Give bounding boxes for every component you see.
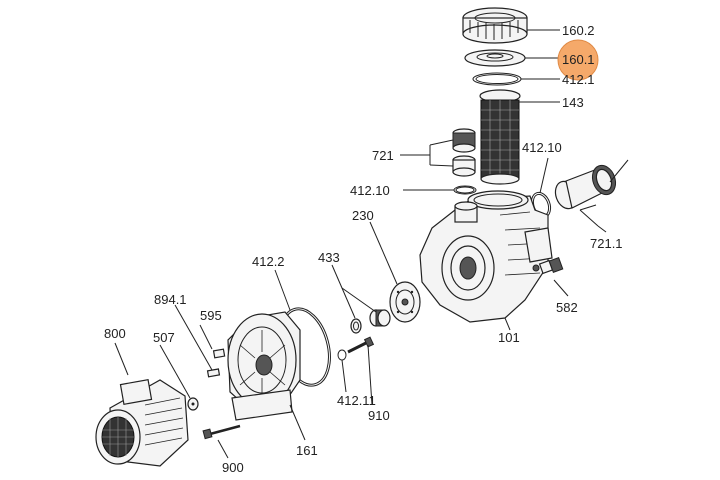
label-910: 910 — [368, 408, 390, 423]
o-ring-412-1 — [472, 72, 522, 86]
label-595: 595 — [200, 308, 222, 323]
label-161: 161 — [296, 443, 318, 458]
o-ring-412-11 — [337, 349, 347, 361]
label-721-1: 721.1 — [590, 236, 623, 251]
label-412-10-left: 412.10 — [350, 183, 390, 198]
fittings-721 — [452, 128, 476, 177]
impeller-230 — [389, 281, 421, 323]
label-101: 101 — [498, 330, 520, 345]
label-582: 582 — [556, 300, 578, 315]
pump-housing-101 — [419, 190, 553, 323]
label-800: 800 — [104, 326, 126, 341]
label-721: 721 — [372, 148, 394, 163]
label-412-10-right: 412.10 — [522, 140, 562, 155]
part-595 — [212, 348, 226, 359]
washer-507 — [187, 397, 199, 411]
bolt-910 — [347, 336, 375, 354]
label-412-1: 412.1 — [562, 72, 595, 87]
leader-lines — [114, 29, 629, 459]
label-507: 507 — [153, 330, 175, 345]
label-230: 230 — [352, 208, 374, 223]
motor-800 — [95, 379, 189, 467]
strainer-basket-143 — [479, 89, 521, 185]
label-412-11: 412.11 — [337, 393, 376, 408]
screw-900 — [202, 424, 241, 440]
label-160-2: 160.2 — [562, 23, 595, 38]
label-412-2: 412.2 — [252, 254, 285, 269]
label-433: 433 — [318, 250, 340, 265]
o-ring-412-10-left — [453, 185, 477, 195]
label-900: 900 — [222, 460, 244, 475]
highlight-marker — [557, 39, 599, 81]
part-894-1 — [206, 368, 221, 378]
label-160-1: 160.1 — [562, 52, 595, 67]
label-143: 143 — [562, 95, 584, 110]
seal-433 — [350, 309, 391, 334]
bracket-161 — [227, 311, 301, 421]
union-721-1 — [554, 164, 617, 210]
label-894-1: 894.1 — [154, 292, 187, 307]
cover-disc-160-1 — [464, 49, 526, 67]
drain-plug-582 — [532, 257, 564, 275]
lid-ring-160-2 — [462, 7, 528, 44]
